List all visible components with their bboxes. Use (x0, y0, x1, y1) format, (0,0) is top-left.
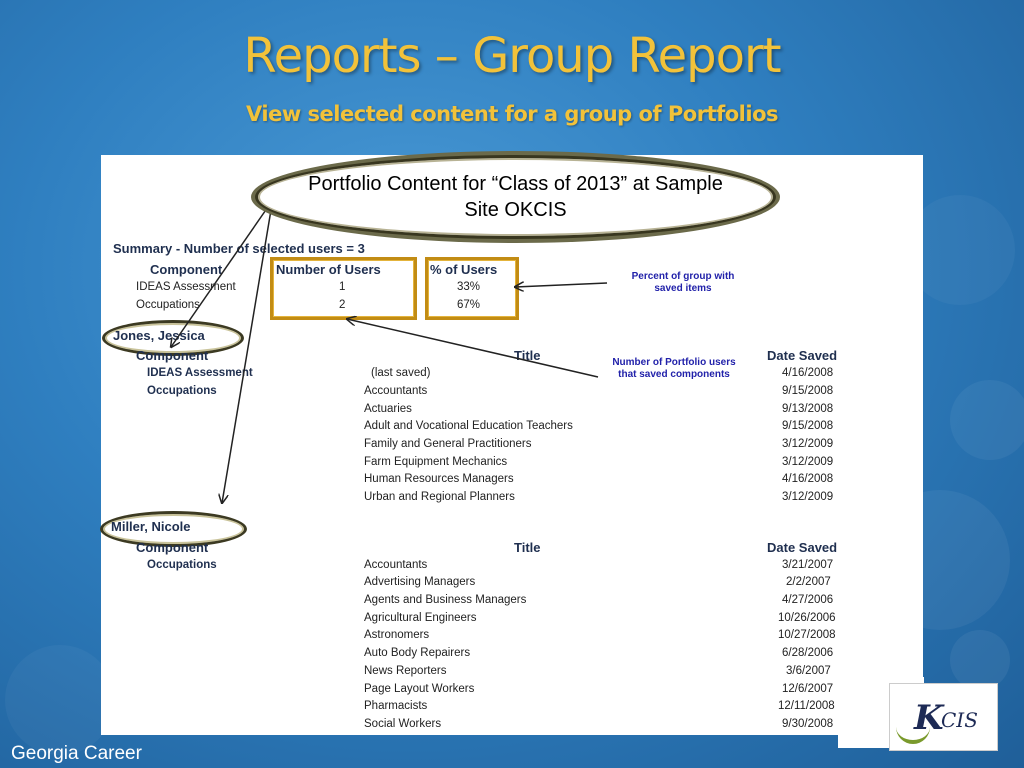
footer-text: Georgia Career (11, 743, 142, 764)
col-date-saved: Date Saved (767, 540, 838, 555)
row-date: 3/21/2007 (782, 559, 834, 571)
summary-col-percent: % of Users (430, 262, 498, 277)
row-title: Agents and Business Managers (364, 594, 527, 606)
row-title: Actuaries (364, 403, 412, 415)
slide-title: Reports – Group Report (243, 28, 781, 84)
logo-cis: CIS (941, 708, 978, 732)
row-component: Occupations (147, 385, 217, 397)
logo-k: K (914, 698, 944, 738)
row-title: Astronomers (364, 629, 430, 641)
row-title: Adult and Vocational Education Teachers (364, 420, 573, 432)
users-note: Number of Portfolio users that saved com… (612, 357, 736, 380)
percent-note: Percent of group with saved items (631, 271, 735, 294)
slide-subtitle: View selected content for a group of Por… (246, 102, 779, 126)
row-date: 4/16/2008 (782, 473, 834, 485)
row-date: 6/28/2006 (782, 647, 834, 659)
row-title: Page Layout Workers (364, 683, 475, 695)
summary-row-percent: 33% (457, 281, 481, 293)
user-name-oval (100, 511, 247, 547)
summary-row-number: 2 (339, 299, 346, 311)
row-title: Accountants (364, 385, 428, 397)
col-date-saved: Date Saved (767, 348, 838, 363)
row-date: 9/13/2008 (782, 403, 834, 415)
report-heading-callout: Portfolio Content for “Class of 2013” at… (255, 155, 776, 239)
row-date: 10/26/2006 (778, 612, 836, 624)
okcis-logo: K CIS (889, 683, 998, 751)
row-date: 3/12/2009 (782, 456, 834, 468)
row-title: Pharmacists (364, 700, 428, 712)
row-title: Accountants (364, 559, 428, 571)
summary-row-percent: 67% (457, 299, 481, 311)
row-title: Auto Body Repairers (364, 647, 471, 659)
row-date: 12/6/2007 (782, 683, 834, 695)
logo-swoosh-icon (896, 722, 930, 744)
row-title: Human Resources Managers (364, 473, 514, 485)
row-date: 10/27/2008 (778, 629, 836, 641)
arrow-to-miller (222, 204, 272, 503)
row-title: Family and General Practitioners (364, 438, 532, 450)
user-name: Miller, Nicole (111, 519, 191, 534)
arrow-to-number (347, 319, 599, 378)
arrow-to-jones (171, 204, 270, 347)
row-title: Advertising Managers (364, 576, 476, 588)
summary-row-number: 1 (339, 281, 346, 293)
arrow-to-percent (515, 283, 608, 287)
row-date: 9/30/2008 (782, 718, 834, 730)
report-heading: Portfolio Content for “Class of 2013” at… (308, 173, 723, 221)
row-date: 12/11/2008 (778, 700, 835, 712)
row-title: Urban and Regional Planners (364, 491, 515, 503)
row-date: 9/15/2008 (782, 420, 834, 432)
row-title: Agricultural Engineers (364, 612, 477, 624)
summary-col-number: Number of Users (276, 262, 381, 277)
col-component: Component (136, 540, 209, 555)
row-date: 3/12/2009 (782, 438, 834, 450)
col-title: Title (514, 540, 541, 555)
row-date: 4/16/2008 (782, 367, 834, 379)
row-date: 9/15/2008 (782, 385, 834, 397)
row-title: Farm Equipment Mechanics (364, 456, 508, 468)
row-title: Social Workers (364, 718, 442, 730)
row-title: (last saved) (371, 367, 431, 379)
row-date: 3/12/2009 (782, 491, 834, 503)
row-component: Occupations (147, 559, 217, 571)
col-component: Component (136, 348, 209, 363)
row-date: 3/6/2007 (786, 665, 831, 677)
row-title: News Reporters (364, 665, 447, 677)
row-date: 2/2/2007 (786, 576, 831, 588)
row-date: 4/27/2006 (782, 594, 834, 606)
